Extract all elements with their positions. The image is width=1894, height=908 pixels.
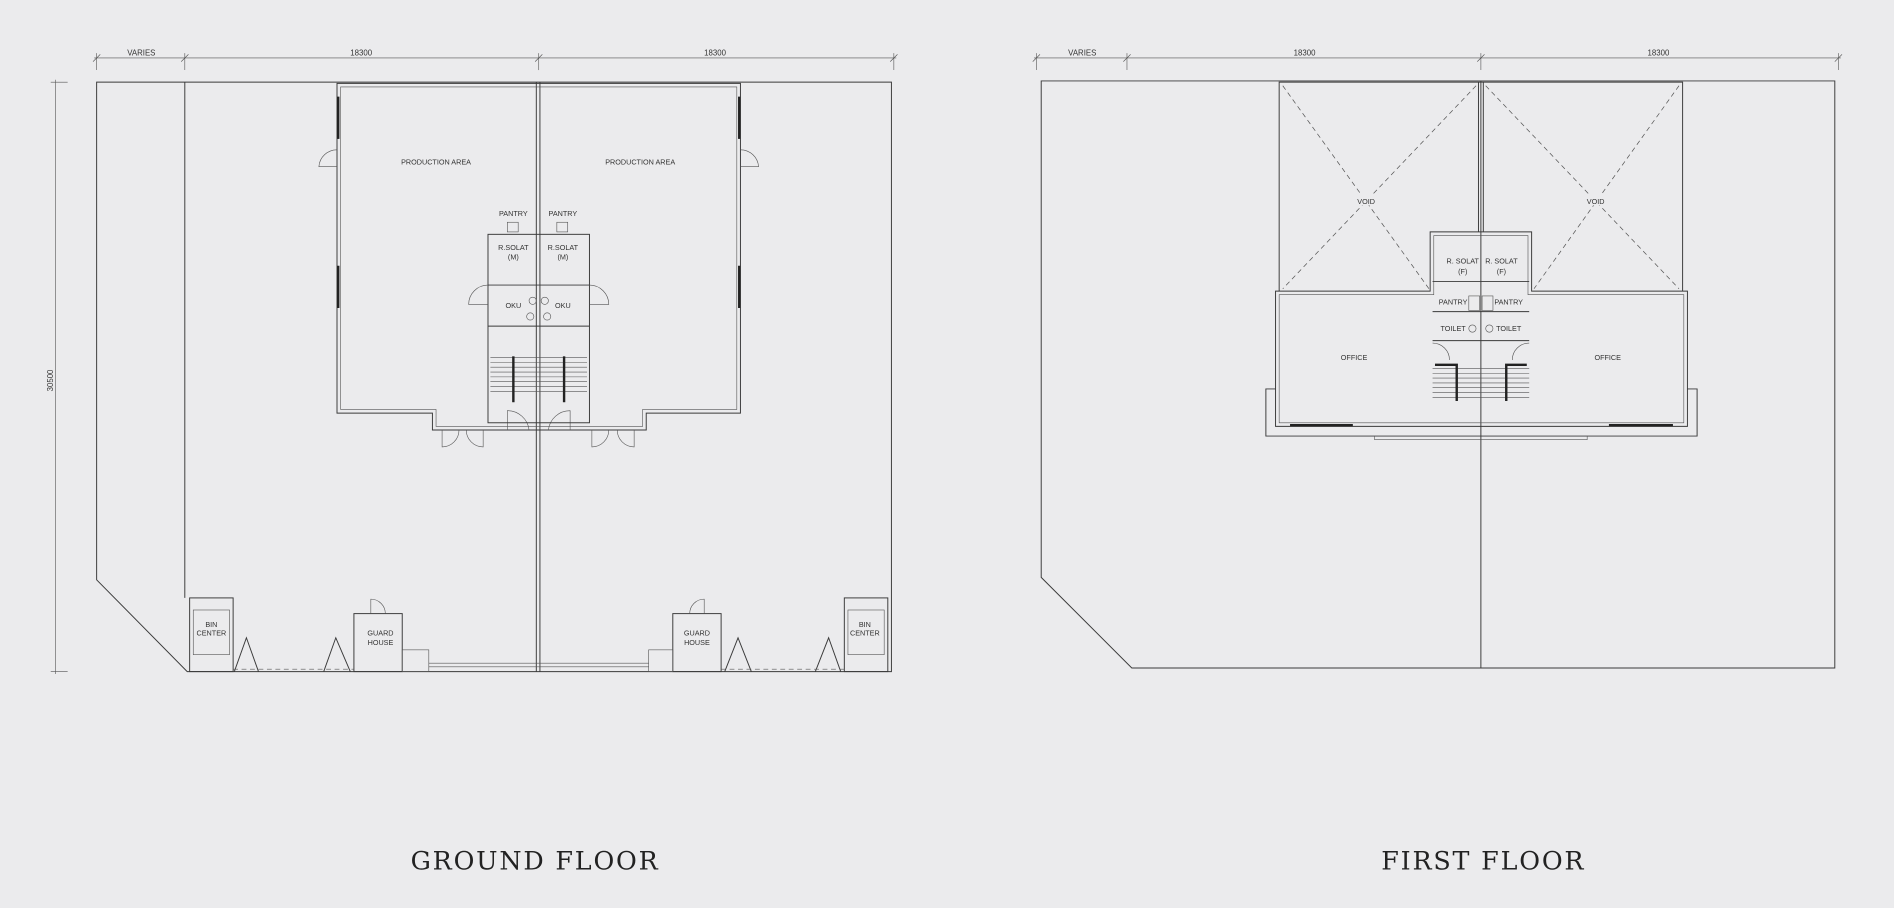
ground-floor-plan: VARIES 18300 18300 30500	[46, 49, 898, 675]
dimension-depth: 30500	[46, 369, 55, 391]
label-bin-right: BIN	[859, 620, 871, 629]
label-production-right: PRODUCTION AREA	[605, 157, 675, 166]
label-oku-left: OKU	[506, 301, 522, 310]
label-solat-right: R.SOLAT	[548, 243, 579, 252]
site-boundary	[1040, 80, 1836, 669]
dimension-width-right: 18300	[1648, 49, 1670, 58]
label-solat-left: R.SOLAT	[498, 243, 529, 252]
label-void-left: VOID	[1357, 197, 1375, 206]
door-icon	[318, 149, 338, 167]
label-solat-right-sub: (M)	[557, 253, 568, 262]
label-guard-right-sub: HOUSE	[684, 638, 710, 647]
guard-house-left: GUARD HOUSE	[353, 598, 430, 673]
label-bin-right-sub: CENTER	[850, 628, 880, 637]
door-icon	[507, 410, 571, 431]
door-icon	[441, 430, 484, 448]
staircase	[490, 356, 588, 403]
dimension-line-horizontal: VARIES 18300 18300	[1032, 49, 1843, 71]
label-toilet-left: TOILET	[1441, 324, 1467, 333]
guard-house-right: GUARD HOUSE	[648, 598, 722, 673]
dimension-width-left: 18300	[1294, 49, 1316, 58]
door-icon	[740, 149, 759, 167]
door-icon	[591, 430, 635, 448]
label-toilet-right: TOILET	[1496, 324, 1522, 333]
label-pantry-left: PANTRY	[499, 209, 528, 218]
first-floor-plan: VARIES 18300 18300 VOID VOID	[1032, 49, 1843, 669]
site-boundary	[96, 81, 892, 673]
label-solat-right-sub: (F)	[1497, 267, 1506, 276]
dimension-width-left: 18300	[350, 49, 372, 58]
bin-center-right: BIN CENTER	[843, 597, 889, 673]
label-office-left: OFFICE	[1341, 353, 1368, 362]
label-guard-right: GUARD	[684, 628, 710, 637]
label-solat-left-sub: (F)	[1458, 267, 1467, 276]
bin-center-left: BIN CENTER	[189, 597, 234, 673]
label-solat-right: R. SOLAT	[1485, 256, 1518, 265]
office-outline: R. SOLAT (F) R. SOLAT (F) PANTRY PANTRY …	[1265, 231, 1698, 440]
label-pantry-right: PANTRY	[1494, 297, 1523, 306]
label-pantry-right: PANTRY	[549, 209, 578, 218]
void-areas: VOID VOID	[1278, 81, 1684, 292]
gate	[233, 636, 845, 672]
label-production-left: PRODUCTION AREA	[401, 157, 471, 166]
label-pantry-left: PANTRY	[1439, 297, 1468, 306]
ground-floor-title: GROUND FLOOR	[411, 846, 660, 876]
label-bin-left: BIN	[205, 620, 217, 629]
label-solat-left-sub: (M)	[508, 253, 519, 262]
label-guard-left-sub: HOUSE	[368, 638, 394, 647]
dimension-varies: VARIES	[1068, 49, 1096, 58]
label-office-right: OFFICE	[1594, 353, 1621, 362]
service-core: PANTRY PANTRY R.SOLAT (M) R.SOLAT (M) OK…	[468, 209, 610, 424]
dimension-varies: VARIES	[127, 49, 155, 58]
dimension-width-right: 18300	[704, 49, 726, 58]
dimension-line-horizontal: VARIES 18300 18300	[92, 49, 898, 71]
label-bin-left-sub: CENTER	[197, 628, 227, 637]
staircase	[1432, 363, 1530, 402]
first-floor-title: FIRST FLOOR	[1381, 846, 1585, 876]
dimension-line-vertical: 30500	[46, 79, 68, 675]
label-solat-left: R. SOLAT	[1447, 256, 1480, 265]
label-guard-left: GUARD	[367, 628, 393, 637]
label-oku-right: OKU	[555, 301, 571, 310]
label-void-right: VOID	[1587, 197, 1605, 206]
building-outline	[318, 82, 759, 448]
